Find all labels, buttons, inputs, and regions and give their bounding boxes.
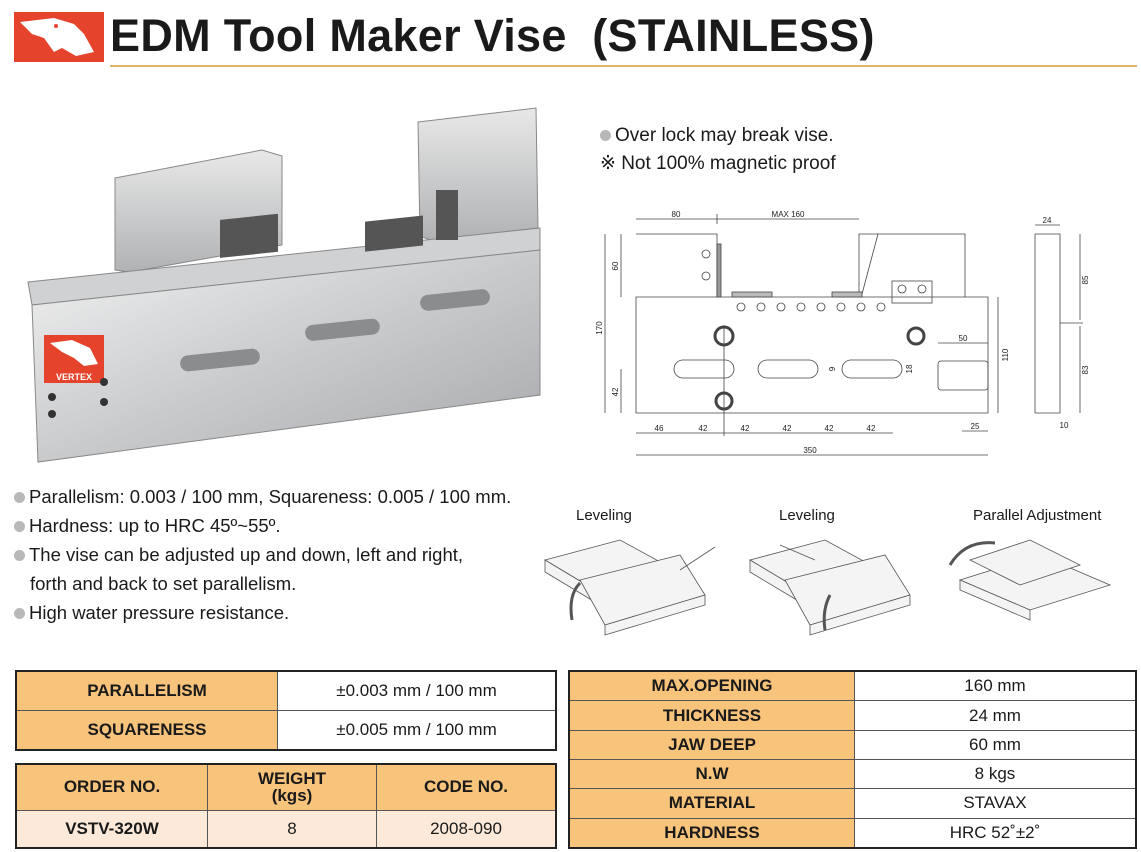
magnetic-note: ※ Not 100% magnetic proof xyxy=(600,153,836,174)
feature-text: Hardness: up to HRC 45º~55º. xyxy=(29,515,281,536)
bullet-icon xyxy=(14,550,25,561)
feature-item: High water pressure resistance. xyxy=(14,598,511,627)
dim-350: 350 xyxy=(803,446,817,455)
column-header: ORDER NO. xyxy=(15,763,208,811)
table-row: SQUARENESS±0.005 mm / 100 mm xyxy=(15,710,557,751)
weight-unit: (kgs) xyxy=(271,786,313,806)
warning-note: Over lock may break vise. xyxy=(600,125,834,147)
feature-item: The vise can be adjusted up and down, le… xyxy=(14,540,511,569)
bullet-icon xyxy=(14,492,25,503)
svg-text:VERTEX: VERTEX xyxy=(56,372,92,382)
table-label: N.W xyxy=(568,758,855,790)
table-value: HRC 52˚±2˚ xyxy=(854,817,1137,849)
dim-18: 18 xyxy=(905,364,914,373)
page-title: EDM Tool Maker Vise (STAINLESS) xyxy=(110,10,875,61)
dim-42: 42 xyxy=(783,424,792,433)
dim-170: 170 xyxy=(595,321,604,335)
feature-item: Hardness: up to HRC 45º~55º. xyxy=(14,511,511,540)
table-value: 160 mm xyxy=(854,670,1137,702)
table-row: VSTV-320W 8 2008-090 xyxy=(15,809,557,849)
dim-10: 10 xyxy=(1060,421,1069,430)
table-value: 8 kgs xyxy=(854,758,1137,790)
bullet-icon xyxy=(14,521,25,532)
table-label: JAW DEEP xyxy=(568,729,855,760)
illustration-caption: Leveling xyxy=(779,507,835,524)
feature-item-continued: forth and back to set parallelism. xyxy=(30,573,297,594)
dim-max-160: MAX 160 xyxy=(772,210,805,219)
bullet-icon xyxy=(14,608,25,619)
dim-42: 42 xyxy=(699,424,708,433)
table-label: PARALLELISM xyxy=(15,670,278,711)
code-no: 2008-090 xyxy=(376,809,557,849)
table-value: 24 mm xyxy=(854,700,1137,731)
column-header-weight: WEIGHT(kgs) xyxy=(207,763,377,811)
title-underline xyxy=(110,65,1137,67)
table-value: STAVAX xyxy=(854,788,1137,819)
dim-42: 42 xyxy=(825,424,834,433)
table-label: HARDNESS xyxy=(568,817,855,849)
dim-50: 50 xyxy=(959,334,968,343)
note-text: Over lock may break vise. xyxy=(615,125,834,146)
table-value: ±0.005 mm / 100 mm xyxy=(277,710,557,751)
feature-text: The vise can be adjusted up and down, le… xyxy=(29,544,464,565)
dim-110: 110 xyxy=(1001,348,1010,361)
dimension-drawing: 80 MAX 160 170 60 42 110 50 9 18 46 42 4… xyxy=(590,200,1140,460)
weight-value: 8 xyxy=(207,809,377,849)
table-label: THICKNESS xyxy=(568,700,855,731)
accuracy-table: PARALLELISM±0.003 mm / 100 mm SQUARENESS… xyxy=(15,670,557,751)
table-label: MATERIAL xyxy=(568,788,855,819)
feature-list: Parallelism: 0.003 / 100 mm, Squareness:… xyxy=(14,482,511,627)
bullet-icon xyxy=(600,130,611,141)
dim-25: 25 xyxy=(971,422,980,431)
vise-photo: VERTEX xyxy=(20,100,550,470)
column-header: CODE NO. xyxy=(376,763,557,811)
feature-text: Parallelism: 0.003 / 100 mm, Squareness:… xyxy=(29,486,512,507)
table-header-row: ORDER NO. WEIGHT(kgs) CODE NO. xyxy=(15,763,557,811)
dim-85: 85 xyxy=(1081,275,1090,284)
vertex-eagle-logo xyxy=(14,12,104,62)
order-table: ORDER NO. WEIGHT(kgs) CODE NO. VSTV-320W… xyxy=(15,763,557,849)
weight-label: WEIGHT xyxy=(258,769,326,789)
dim-42: 42 xyxy=(867,424,876,433)
dim-24: 24 xyxy=(1043,216,1052,225)
order-no: VSTV-320W xyxy=(15,809,208,849)
dim-60: 60 xyxy=(611,261,620,270)
table-value: 60 mm xyxy=(854,729,1137,760)
feature-text: High water pressure resistance. xyxy=(29,602,290,623)
table-row: PARALLELISM±0.003 mm / 100 mm xyxy=(15,670,557,711)
illustration-caption: Parallel Adjustment xyxy=(973,507,1102,524)
dim-83: 83 xyxy=(1081,365,1090,374)
dim-9: 9 xyxy=(828,366,837,371)
dim-42-vertical: 42 xyxy=(611,387,620,396)
dim-42: 42 xyxy=(741,424,750,433)
dim-46: 46 xyxy=(655,424,664,433)
feature-item: Parallelism: 0.003 / 100 mm, Squareness:… xyxy=(14,482,511,511)
dim-80: 80 xyxy=(672,210,681,219)
table-label: SQUARENESS xyxy=(15,710,278,751)
adjustment-illustrations xyxy=(540,525,1135,645)
table-value: ±0.003 mm / 100 mm xyxy=(277,670,557,711)
illustration-caption: Leveling xyxy=(576,507,632,524)
table-label: MAX.OPENING xyxy=(568,670,855,702)
